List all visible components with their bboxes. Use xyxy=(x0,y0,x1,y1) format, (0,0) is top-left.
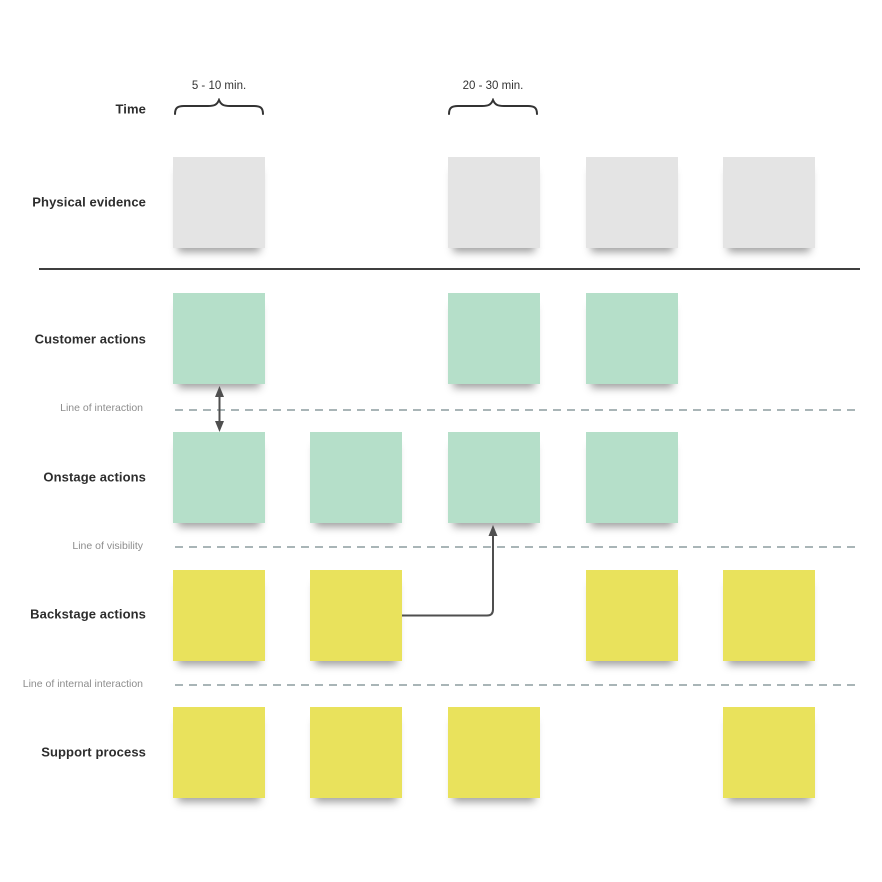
sticky-note-support-process-col5[interactable] xyxy=(723,707,815,798)
line-of-visibility-label: Line of visibility xyxy=(72,540,143,552)
sticky-note-onstage-actions-col2[interactable] xyxy=(310,432,402,523)
sticky-note-customer-actions-col4[interactable] xyxy=(586,293,678,384)
line-of-internal-interaction-dashed xyxy=(175,684,860,686)
row-label-backstage-actions: Backstage actions xyxy=(30,606,146,622)
physical-evidence-separator-line xyxy=(39,268,860,270)
sticky-note-physical-evidence-col1[interactable] xyxy=(173,157,265,248)
row-label-customer-actions: Customer actions xyxy=(34,331,146,347)
line-of-interaction-label: Line of interaction xyxy=(60,402,143,414)
sticky-note-customer-actions-col3[interactable] xyxy=(448,293,540,384)
sticky-note-support-process-col3[interactable] xyxy=(448,707,540,798)
curly-brace-icon xyxy=(448,98,538,115)
curly-brace-icon xyxy=(174,98,264,115)
sticky-note-backstage-actions-col2[interactable] xyxy=(310,570,402,661)
sticky-note-onstage-actions-col3[interactable] xyxy=(448,432,540,523)
time-bracket-2[interactable]: 20 - 30 min. xyxy=(447,76,539,116)
backstage-to-onstage-arrow[interactable] xyxy=(402,525,498,617)
sticky-note-backstage-actions-col1[interactable] xyxy=(173,570,265,661)
sticky-note-backstage-actions-col4[interactable] xyxy=(586,570,678,661)
sticky-note-physical-evidence-col4[interactable] xyxy=(586,157,678,248)
sticky-note-onstage-actions-col1[interactable] xyxy=(173,432,265,523)
line-of-visibility-dashed xyxy=(175,546,860,548)
time-bracket-1-label: 5 - 10 min. xyxy=(191,80,247,92)
row-label-physical-evidence: Physical evidence xyxy=(32,194,146,210)
sticky-note-support-process-col2[interactable] xyxy=(310,707,402,798)
row-label-onstage-actions: Onstage actions xyxy=(43,469,146,485)
time-label: Time xyxy=(115,101,146,117)
sticky-note-support-process-col1[interactable] xyxy=(173,707,265,798)
sticky-note-onstage-actions-col4[interactable] xyxy=(586,432,678,523)
line-of-internal-interaction-label: Line of internal interaction xyxy=(22,678,143,690)
time-bracket-1[interactable]: 5 - 10 min. xyxy=(173,76,265,116)
row-label-support-process: Support process xyxy=(41,744,146,760)
sticky-note-backstage-actions-col5[interactable] xyxy=(723,570,815,661)
sticky-note-customer-actions-col1[interactable] xyxy=(173,293,265,384)
line-of-interaction-dashed xyxy=(175,409,860,411)
time-bracket-2-label: 20 - 30 min. xyxy=(462,80,524,92)
sticky-note-physical-evidence-col3[interactable] xyxy=(448,157,540,248)
sticky-note-physical-evidence-col5[interactable] xyxy=(723,157,815,248)
